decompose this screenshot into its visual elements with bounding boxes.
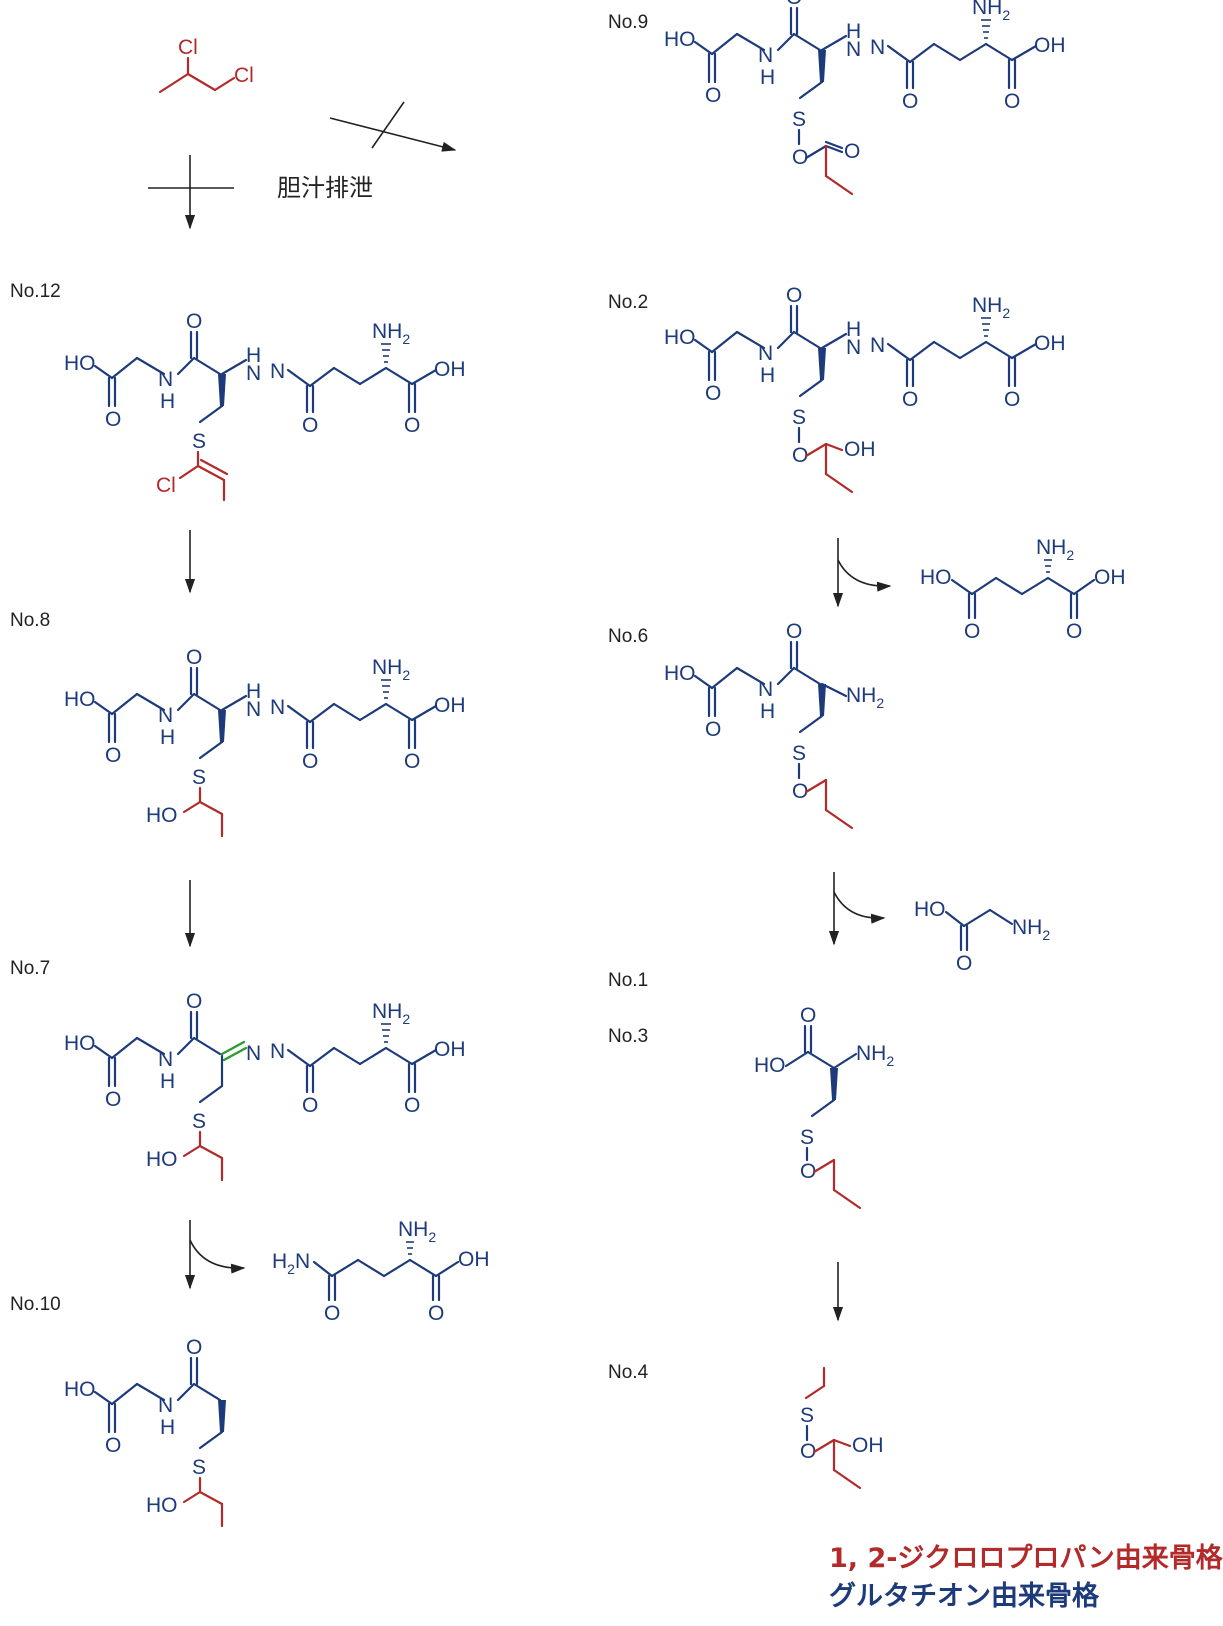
svg-text:OH: OH (844, 438, 876, 461)
svg-text:O: O (800, 1440, 816, 1463)
svg-text:HO: HO (920, 566, 952, 589)
svg-text:H: H (846, 318, 861, 341)
svg-text:HO: HO (754, 1054, 786, 1077)
svg-text:S: S (792, 742, 806, 765)
svg-text:O: O (800, 1004, 816, 1027)
compound-label: No.10 (10, 1294, 61, 1315)
svg-text:H: H (246, 344, 261, 367)
blocked-arrow-down (148, 155, 234, 230)
svg-text:S: S (192, 1456, 206, 1479)
svg-text:N: N (246, 362, 261, 385)
structure-no9: N H S O O (662, 0, 1067, 196)
svg-text:S: S (792, 108, 806, 131)
svg-text:O: O (792, 444, 808, 467)
structure-no6: NH2 S O (662, 618, 884, 830)
svg-text:N: N (246, 698, 261, 721)
svg-text:S: S (192, 1110, 206, 1133)
reaction-arrow-gln-release (184, 1220, 246, 1290)
svg-text:O: O (792, 146, 808, 169)
svg-text:O: O (964, 620, 980, 643)
structure-no1-no3: HO O NH2 S O (754, 1004, 894, 1210)
chlorine-label: Cl (178, 36, 198, 59)
compound-label: No.2 (608, 292, 648, 313)
compound-label: No.6 (608, 626, 648, 647)
structure-no7: N S HO (62, 988, 467, 1182)
svg-text:OH: OH (852, 1434, 884, 1457)
svg-text:O: O (1066, 620, 1082, 643)
svg-text:NH2: NH2 (856, 1042, 894, 1069)
svg-text:S: S (192, 766, 206, 789)
svg-text:NH2: NH2 (846, 684, 884, 711)
svg-text:HO: HO (914, 898, 946, 921)
svg-text:H: H (846, 20, 861, 43)
compound-label: No.12 (10, 281, 61, 302)
svg-text:HO: HO (146, 1494, 178, 1517)
structure-glutamine: H2N O NH2 O OH (272, 1218, 490, 1325)
compound-label: No.9 (608, 12, 648, 33)
svg-text:H2N: H2N (272, 1250, 310, 1277)
svg-text:O: O (956, 952, 972, 975)
svg-text:N: N (846, 38, 861, 61)
svg-text:O: O (324, 1302, 340, 1325)
svg-text:NH2: NH2 (1036, 536, 1074, 563)
svg-text:NH2: NH2 (398, 1218, 436, 1245)
svg-text:O: O (428, 1302, 444, 1325)
svg-text:S: S (800, 1126, 814, 1149)
biliary-excretion-label: 胆汁排泄 (277, 174, 373, 202)
svg-text:S: S (192, 430, 206, 453)
svg-text:O: O (800, 1160, 816, 1183)
svg-text:OH: OH (458, 1248, 490, 1271)
svg-text:S: S (800, 1404, 814, 1427)
svg-text:OH: OH (1094, 566, 1126, 589)
svg-text:HO: HO (146, 804, 178, 827)
structure-no4: S O OH (800, 1366, 884, 1490)
svg-text:N: N (246, 1042, 261, 1065)
structure-no2: N H S O OH (662, 282, 1067, 494)
reaction-arrow-gly-release (828, 872, 886, 946)
svg-text:NH2: NH2 (1012, 916, 1050, 943)
svg-text:O: O (792, 780, 808, 803)
blocked-arrow-right (329, 101, 457, 152)
svg-text:HO: HO (146, 1148, 178, 1171)
structure-glycine: HO O NH2 (914, 898, 1050, 975)
compound-label: No.3 (608, 1026, 648, 1047)
svg-text:O: O (844, 140, 860, 163)
svg-text:S: S (792, 406, 806, 429)
compound-label: No.1 (608, 970, 648, 991)
chlorine-label: Cl (234, 64, 254, 87)
svg-text:N: N (846, 336, 861, 359)
legend-dichloropropane-skeleton: 1, 2-ジクロロプロパン由来骨格 (829, 1543, 1223, 1574)
structure-no12: N H S Cl (62, 308, 467, 502)
compound-label: No.7 (10, 958, 50, 979)
structure-no10: S HO (62, 1334, 226, 1528)
structure-no8: N H S HO (62, 644, 467, 838)
compound-label: No.4 (608, 1362, 649, 1383)
svg-text:Cl: Cl (156, 474, 176, 497)
structure-glutamic-acid: HO O NH2 O OH (920, 536, 1126, 643)
compound-label: No.8 (10, 610, 50, 631)
reactant-12-dichloropropane: Cl Cl (158, 36, 254, 94)
legend-glutathione-skeleton: グルタチオン由来骨格 (829, 1580, 1100, 1612)
reaction-arrow-glu-release (832, 538, 892, 608)
svg-text:H: H (246, 680, 261, 703)
